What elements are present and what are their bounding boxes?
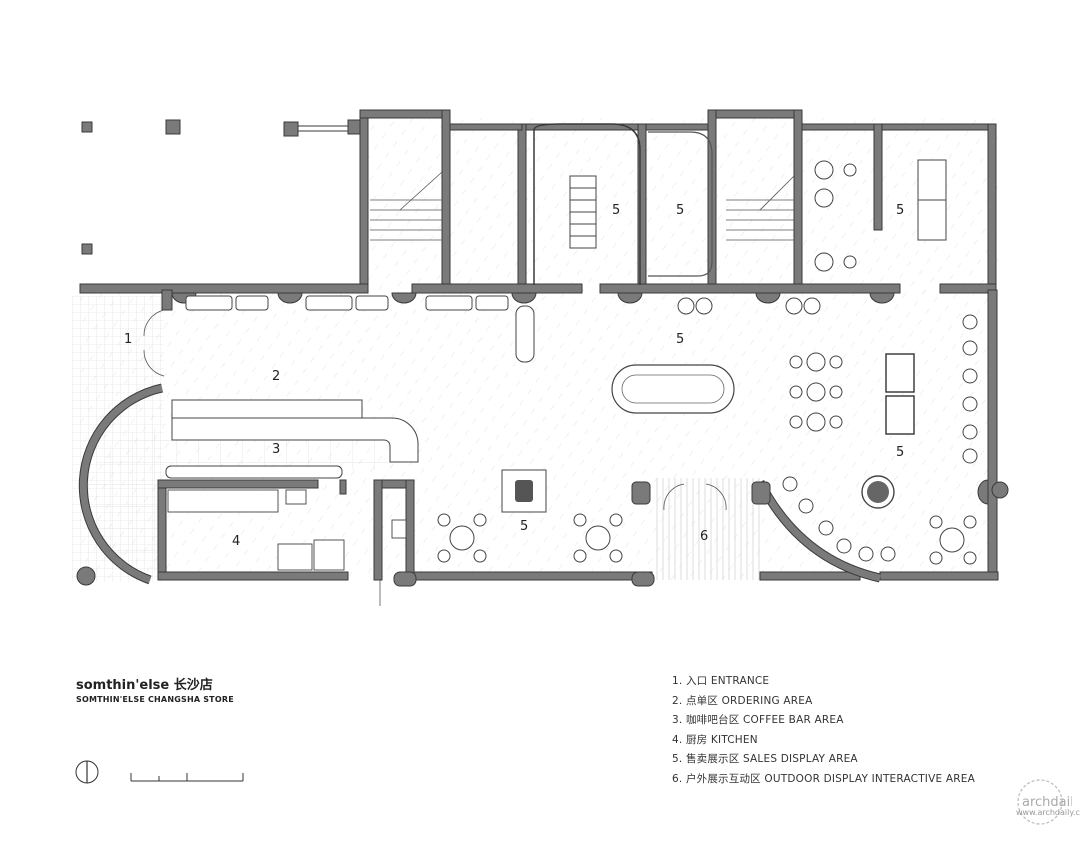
room-label-2: 2 [272, 369, 280, 384]
north-arrow-icon [75, 760, 99, 784]
column [393, 571, 417, 587]
store-subtitle: SOMTHIN'ELSE CHANGSHA STORE [76, 695, 234, 704]
room-label-5c: 5 [896, 203, 904, 218]
watermark-logo-text: archdaily [1022, 795, 1072, 810]
coffee-bar-curve-floor [86, 428, 158, 572]
oval-display-inner [621, 374, 725, 404]
room-label-5b: 5 [676, 203, 684, 218]
coffee-bar-curved-wall-inner [79, 384, 163, 584]
room-label-3: 3 [272, 442, 280, 457]
stairs [370, 171, 795, 241]
outdoor-display-paving [652, 478, 760, 580]
coffee-bar-counter [171, 417, 419, 463]
oval-display-island [611, 364, 735, 414]
watermark-url: www.archdaily.cn [1016, 808, 1080, 817]
room-label-5f: 5 [520, 519, 528, 534]
pedestal-core [515, 480, 533, 502]
display-case [885, 353, 915, 393]
room-label-4: 4 [232, 534, 240, 549]
room-label-6: 6 [700, 529, 708, 544]
room-label-1: 1 [124, 332, 132, 347]
archdaily-logo-icon: archdaily [1017, 779, 1072, 825]
sales-room-curve-wall [533, 123, 641, 285]
display-case [885, 395, 915, 435]
wall-pilasters [76, 292, 1009, 586]
bar-front-counter [165, 465, 343, 479]
walls [79, 109, 999, 581]
bar-back-counter [171, 399, 363, 419]
legend: 1. 入口 ENTRANCE 2. 点单区 ORDERING AREA 3. 咖… [672, 674, 975, 792]
column [751, 481, 771, 505]
legend-item: 1. 入口 ENTRANCE [672, 675, 770, 687]
sales-room2-curve-wall [648, 131, 713, 277]
kitchen-equipment [167, 489, 407, 571]
bench [515, 305, 535, 363]
legend-item: 4. 厨房 KITCHEN [672, 733, 758, 746]
room-label-5a: 5 [612, 203, 620, 218]
column [631, 481, 651, 505]
room-label-5e: 5 [896, 445, 904, 460]
legend-item: 5. 售卖展示区 SALES DISPLAY AREA [672, 753, 858, 766]
furniture [185, 160, 978, 565]
store-title: somthin'else 长沙店 [76, 678, 213, 693]
column [631, 571, 655, 587]
legend-item: 2. 点单区 ORDERING AREA [672, 694, 813, 707]
scale-bar [130, 773, 244, 782]
legend-item: 6. 户外展示互动区 OUTDOOR DISPLAY INTERACTIVE A… [672, 772, 975, 785]
display-rack [569, 159, 947, 249]
room-label-5d: 5 [676, 332, 684, 347]
entrance-doors [143, 309, 727, 606]
legend-item: 3. 咖啡吧台区 COFFEE BAR AREA [672, 714, 844, 727]
round-planter-core [867, 481, 889, 503]
